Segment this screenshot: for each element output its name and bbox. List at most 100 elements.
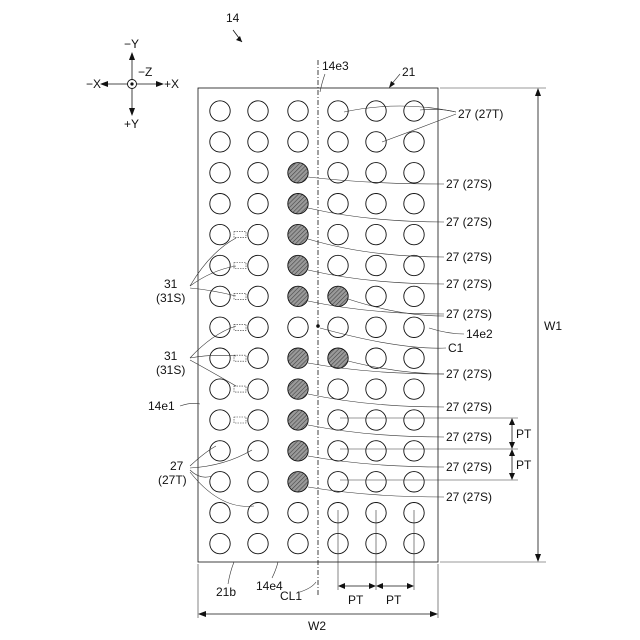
- terminal-27t: [404, 317, 424, 337]
- small-pad-31s: [234, 417, 246, 423]
- terminal-27s: [288, 163, 308, 183]
- terminal-27t: [366, 286, 386, 306]
- terminal-27t: [404, 163, 424, 183]
- terminal-27t: [328, 224, 348, 244]
- leader-27s-col3-2: [348, 361, 444, 374]
- terminal-27t: [210, 317, 230, 337]
- terminal-27t: [248, 348, 268, 368]
- terminal-27t: [248, 379, 268, 399]
- terminal-27t: [210, 441, 230, 461]
- terminal-27t: [366, 317, 386, 337]
- terminal-27t: [248, 533, 268, 553]
- leader-27t-a: [344, 106, 456, 112]
- terminal-27t: [288, 101, 308, 121]
- edge-right-leader: [429, 328, 464, 334]
- corner-label: 21b: [216, 585, 236, 599]
- terminal-27t: [328, 472, 348, 492]
- terminal-27t: [288, 503, 308, 523]
- small-pad-31s: [234, 293, 246, 299]
- label-27t-left-top: 27: [170, 459, 184, 473]
- board-label: 21: [402, 65, 416, 79]
- w1-arrow-top: [535, 88, 541, 96]
- terminal-27s: [288, 441, 308, 461]
- terminal-27t: [404, 348, 424, 368]
- terminal-27t: [404, 255, 424, 275]
- pitch-label-right-1: PT: [516, 427, 532, 441]
- terminal-27s: [288, 472, 308, 492]
- figure-label-arrowhead: [236, 36, 242, 42]
- terminal-27t: [328, 441, 348, 461]
- figure-label: 14: [226, 11, 240, 25]
- terminal-27t: [328, 194, 348, 214]
- label-31-a-top: 31: [164, 277, 178, 291]
- terminal-27t: [366, 194, 386, 214]
- terminal-27t: [366, 410, 386, 430]
- edge-top-leader: [320, 74, 325, 92]
- terminal-27t: [404, 286, 424, 306]
- terminal-27t: [248, 317, 268, 337]
- terminal-27t: [366, 472, 386, 492]
- axis-pos-x: +X: [164, 77, 179, 91]
- edge-label-top: 14e3: [322, 59, 349, 73]
- terminal-27t: [288, 317, 308, 337]
- small-pad-31s: [234, 232, 246, 238]
- corner-leader: [228, 562, 234, 584]
- axis-neg-z: −Z: [138, 65, 152, 79]
- board-label-arrowhead: [389, 81, 395, 88]
- small-pad-31s: [234, 263, 246, 269]
- small-pad-31s: [234, 324, 246, 330]
- pitch-label-bottom-1: PT: [348, 593, 364, 607]
- terminal-27t: [404, 224, 424, 244]
- width-label-w2: W2: [308, 619, 326, 633]
- label-31-a-bottom: (31S): [156, 291, 185, 305]
- terminal-27t: [404, 472, 424, 492]
- terminal-27t: [366, 441, 386, 461]
- terminal-27s: [288, 410, 308, 430]
- terminal-27t: [210, 503, 230, 523]
- terminal-27t: [328, 132, 348, 152]
- terminal-27t: [404, 194, 424, 214]
- pitch-dims-bottom: [338, 510, 414, 590]
- label-27s-8: 27 (27S): [446, 430, 492, 444]
- label-31-b-bottom: (31S): [156, 363, 185, 377]
- pitch-label-bottom-2: PT: [386, 593, 402, 607]
- terminal-27t: [210, 163, 230, 183]
- terminal-27t: [248, 472, 268, 492]
- terminal-27t: [210, 286, 230, 306]
- axis-pos-y: +Y: [124, 117, 139, 131]
- center-label: C1: [448, 341, 464, 355]
- terminal-27t: [210, 101, 230, 121]
- axis-neg-x: −X: [86, 77, 101, 91]
- label-27s-6: 27 (27S): [446, 367, 492, 381]
- pitch-label-right-2: PT: [516, 458, 532, 472]
- terminal-27s: [288, 194, 308, 214]
- label-27s-2: 27 (27S): [446, 215, 492, 229]
- terminal-27t: [248, 286, 268, 306]
- terminal-27t: [210, 410, 230, 430]
- center-point: [316, 324, 320, 328]
- terminal-27s: [328, 286, 348, 306]
- terminal-27t: [248, 163, 268, 183]
- terminal-27s: [288, 286, 308, 306]
- terminal-27s: [288, 255, 308, 275]
- leader-27s-col3-1: [348, 299, 444, 316]
- label-27s-1: 27 (27S): [446, 177, 492, 191]
- terminal-27t: [248, 503, 268, 523]
- label-27t-left-bottom: (27T): [158, 473, 187, 487]
- terminal-27t: [248, 410, 268, 430]
- terminal-27t: [366, 379, 386, 399]
- label-27s-5: 27 (27S): [446, 307, 492, 321]
- w2-arrow-left: [198, 611, 206, 617]
- terminal-27s: [288, 379, 308, 399]
- edge-label-right: 14e2: [466, 327, 493, 341]
- terminal-27t: [248, 101, 268, 121]
- terminal-27s: [288, 224, 308, 244]
- terminal-27t: [366, 163, 386, 183]
- terminal-27t: [366, 348, 386, 368]
- terminal-27t: [404, 101, 424, 121]
- terminal-27t: [328, 410, 348, 430]
- axis-neg-y: −Y: [124, 37, 139, 51]
- terminal-27t: [404, 132, 424, 152]
- label-27s-9: 27 (27S): [446, 460, 492, 474]
- terminal-27s: [288, 348, 308, 368]
